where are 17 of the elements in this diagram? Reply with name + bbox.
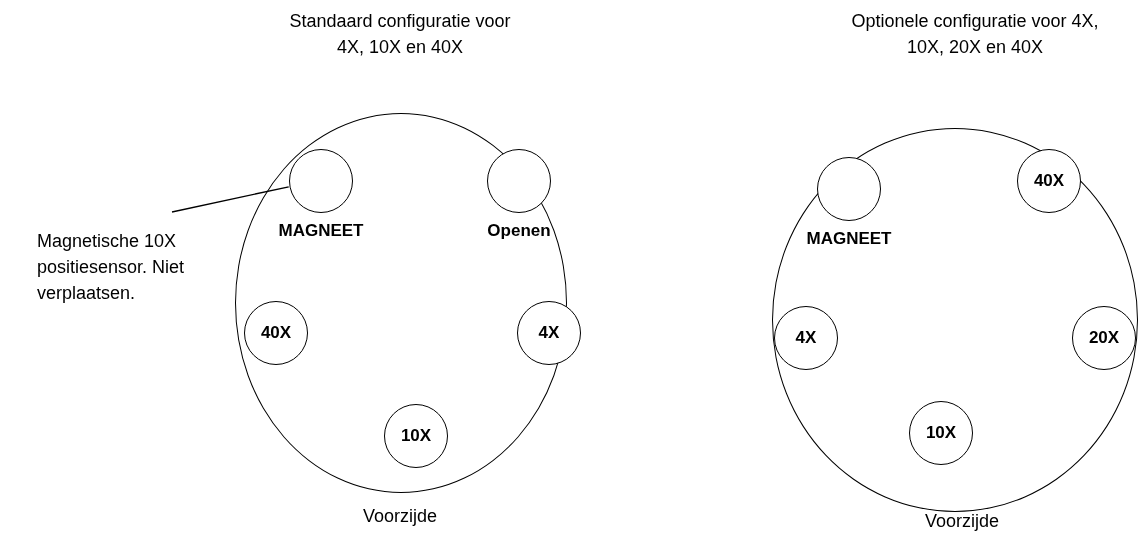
- objective-position-circle: 40X: [244, 301, 308, 365]
- configuration-heading: Standaard configuratie voor 4X, 10X en 40X: [288, 10, 512, 59]
- position-label: Openen: [486, 221, 552, 241]
- objective-position-circle: 4X: [517, 301, 581, 365]
- configuration-heading: Optionele configuratie voor 4X, 10X, 20X en 40X: [850, 10, 1100, 59]
- objective-position-circle: 10X: [909, 401, 973, 465]
- leader-line: [171, 186, 290, 213]
- objective-position-circle: 40X: [1017, 149, 1081, 213]
- objective-position-circle: 10X: [384, 404, 448, 468]
- front-side-label: Voorzijde: [923, 510, 1001, 533]
- position-label: MAGNEET: [805, 229, 893, 249]
- objective-position-circle: 4X: [774, 306, 838, 370]
- front-side-label: Voorzijde: [361, 505, 439, 528]
- position-label: MAGNEET: [277, 221, 365, 241]
- turret-circle: [772, 128, 1138, 512]
- sensor-note: Magnetische 10X positiesensor. Niet verplaatsen.: [37, 228, 212, 306]
- objective-position-circle: 20X: [1072, 306, 1136, 370]
